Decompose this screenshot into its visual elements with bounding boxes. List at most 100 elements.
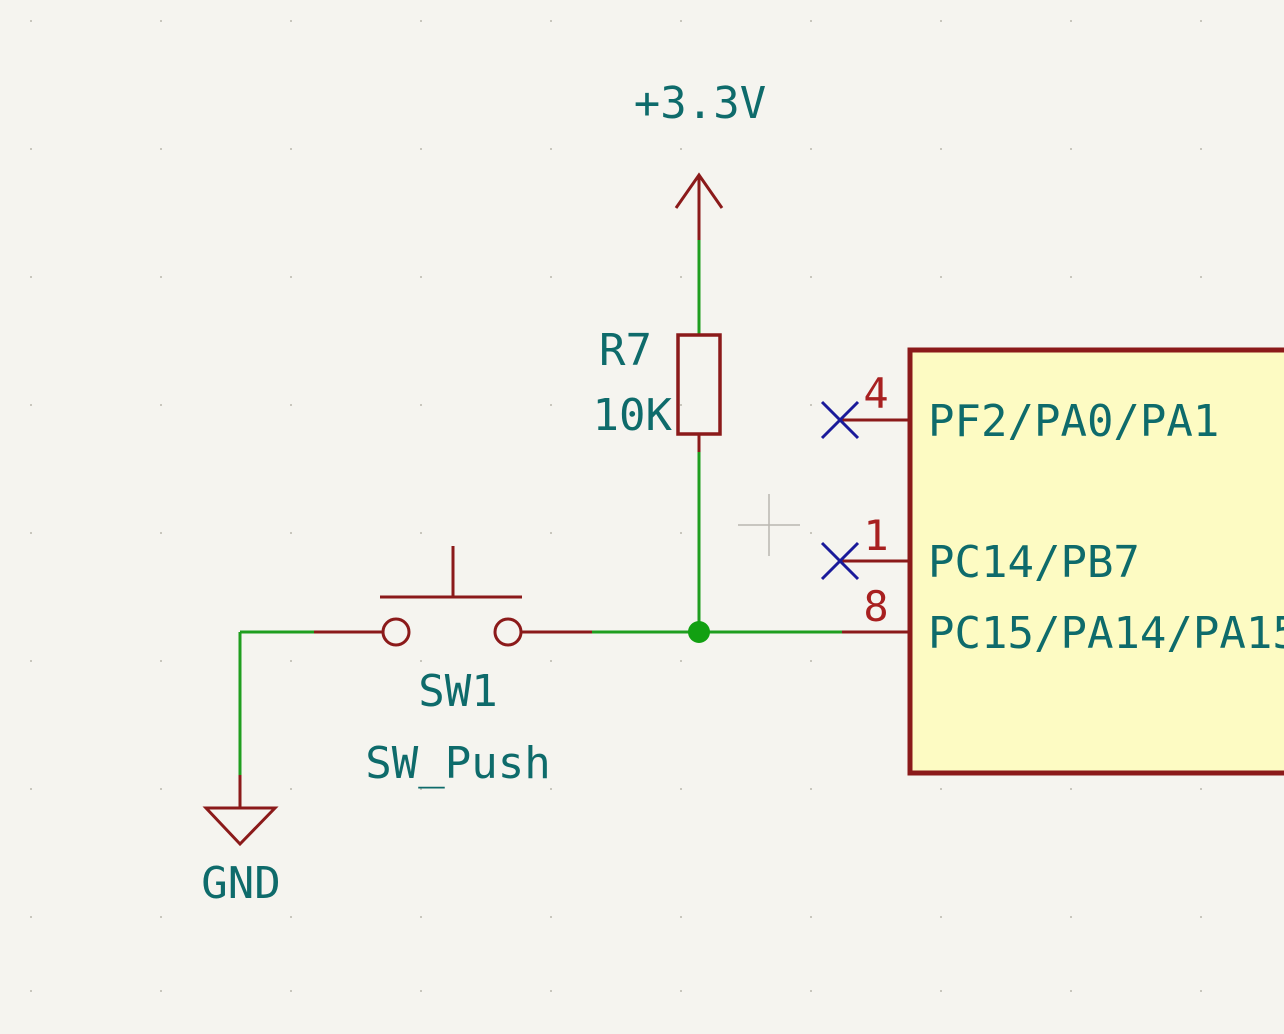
grid-dot [940, 148, 942, 150]
no-connect-x-icon[interactable] [820, 400, 860, 440]
grid-dot [160, 148, 162, 150]
grid-dot [680, 990, 682, 992]
grid-dot [680, 148, 682, 150]
grid-dot [940, 276, 942, 278]
grid-dot [810, 276, 812, 278]
ground-symbol-icon[interactable] [202, 775, 279, 847]
grid-dot [290, 20, 292, 22]
grid-dot [550, 276, 552, 278]
resistor-value: 10K [593, 390, 673, 441]
grid-dot [550, 404, 552, 406]
grid-dot [810, 532, 812, 534]
grid-dot [420, 276, 422, 278]
grid-dot [1070, 916, 1072, 918]
grid-dot [1070, 20, 1072, 22]
grid-dot [160, 990, 162, 992]
grid-dot [30, 148, 32, 150]
grid-dot [1200, 276, 1202, 278]
grid-dot [30, 20, 32, 22]
grid-dot [550, 148, 552, 150]
ic-pin-lines [842, 418, 910, 634]
grid-dot [420, 788, 422, 790]
grid-dot [810, 916, 812, 918]
grid-dot [1070, 276, 1072, 278]
grid-dot [30, 990, 32, 992]
grid-dot [1200, 788, 1202, 790]
wires [238, 240, 842, 775]
grid-dot [550, 990, 552, 992]
ic-body[interactable] [907, 347, 1284, 776]
grid-dot [680, 788, 682, 790]
grid-dot [1070, 788, 1072, 790]
grid-dot [680, 660, 682, 662]
grid-dot [160, 404, 162, 406]
grid-dot [30, 532, 32, 534]
grid-dot [290, 916, 292, 918]
grid-dot [1070, 990, 1072, 992]
crosshair-cursor-icon [738, 494, 800, 556]
grid-dot [680, 276, 682, 278]
grid-dot [1200, 148, 1202, 150]
grid-dot [160, 916, 162, 918]
no-connect-x-icon[interactable] [820, 541, 860, 581]
grid-dot [420, 532, 422, 534]
grid-dot [680, 916, 682, 918]
grid-dot [160, 788, 162, 790]
grid-dot [420, 660, 422, 662]
grid-dot [1200, 990, 1202, 992]
switch-value: SW_Push [365, 738, 550, 789]
resistor-r7[interactable] [676, 333, 722, 452]
pin-name: PF2/PA0/PA1 [928, 396, 1219, 447]
grid-dot [160, 660, 162, 662]
grid-dot [810, 660, 812, 662]
grid-dot [550, 788, 552, 790]
grid-dot [420, 990, 422, 992]
ground-label: GND [201, 858, 280, 909]
grid-dot [810, 404, 812, 406]
grid-dot [1070, 148, 1072, 150]
grid-dot [290, 148, 292, 150]
supply-label: +3.3V [634, 78, 766, 129]
grid-dot [420, 916, 422, 918]
grid-dot [810, 990, 812, 992]
grid-dot [160, 532, 162, 534]
grid-dot [290, 276, 292, 278]
power-flag-arrow-icon[interactable] [674, 172, 724, 240]
grid-dot [30, 660, 32, 662]
grid-dot [290, 404, 292, 406]
grid-dot [420, 404, 422, 406]
grid-dot [550, 660, 552, 662]
grid-dot [940, 20, 942, 22]
grid-dot [1200, 20, 1202, 22]
grid-dot [290, 788, 292, 790]
grid-dot [30, 788, 32, 790]
grid-dot [160, 20, 162, 22]
pin-name: PC15/PA14/PA15 [928, 608, 1284, 659]
pin-name: PC14/PB7 [928, 537, 1140, 588]
grid-dot [420, 20, 422, 22]
grid-dot [290, 660, 292, 662]
pin-number: 4 [863, 369, 888, 418]
grid-dot [290, 990, 292, 992]
grid-dot [290, 532, 292, 534]
grid-dot [1200, 916, 1202, 918]
grid-dot [680, 532, 682, 534]
resistor-body [676, 333, 722, 436]
grid-dot [940, 990, 942, 992]
grid-dot [420, 148, 422, 150]
grid-dot [680, 404, 682, 406]
grid-dot [680, 20, 682, 22]
grid-dot [940, 916, 942, 918]
push-switch-sw1[interactable] [314, 546, 592, 647]
grid-dot [550, 20, 552, 22]
grid-dot [30, 404, 32, 406]
grid-dot [940, 788, 942, 790]
junction-dot[interactable] [688, 621, 710, 643]
grid-dot [810, 148, 812, 150]
grid-dot [160, 276, 162, 278]
resistor-reference: R7 [599, 325, 652, 376]
pin-number: 1 [863, 511, 888, 560]
switch-reference: SW1 [418, 666, 497, 717]
grid-dot [550, 916, 552, 918]
